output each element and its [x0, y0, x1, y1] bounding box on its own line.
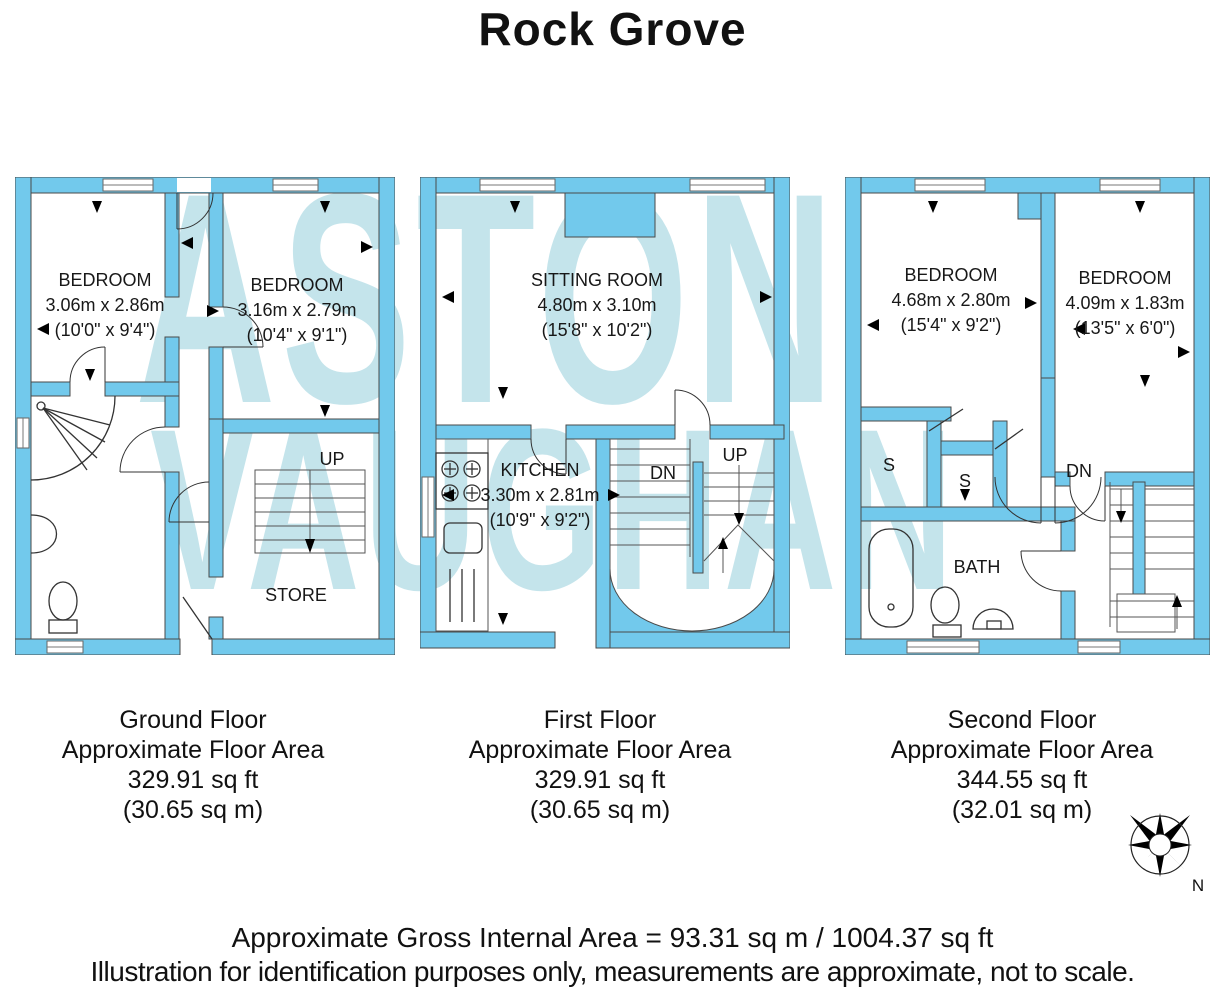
caption-floor-name: Second Floor [947, 706, 1097, 734]
ground-floor-doors [69, 192, 264, 640]
room-label-sitting-room: SITTING ROOM [531, 270, 663, 290]
caption-floor-name: First Floor [543, 706, 657, 734]
ground-floor-labels: BEDROOM 3.06m x 2.86m (10'0" x 9'4") BED… [45, 270, 356, 605]
room-label-store: STORE [265, 585, 327, 605]
second-floor-direction-arrows [867, 201, 1190, 501]
room-dim-imperial-kitchen: (10'9" x 9'2") [490, 510, 591, 530]
disclaimer-text: Illustration for identification purposes… [90, 956, 1135, 987]
caption-area-sqm: (32.01 sq m) [951, 796, 1093, 824]
room-dim-imperial-bedroom-2: (10'4" x 9'1") [247, 325, 348, 345]
caption-area-title: Approximate Floor Area [890, 736, 1154, 764]
ground-floor-caption: Ground Floor Approximate Floor Area 329.… [43, 705, 343, 825]
room-label-bedroom-2: BEDROOM [250, 275, 343, 295]
caption-area-title: Approximate Floor Area [61, 736, 325, 764]
ground-floor-plan: BEDROOM 3.06m x 2.86m (10'0" x 9'4") BED… [15, 177, 395, 655]
second-floor-windows [906, 178, 1161, 654]
room-dim-metric-kitchen: 3.30m x 2.81m [480, 485, 599, 505]
caption-area-sqm: (30.65 sq m) [529, 796, 671, 824]
ground-floor-windows [16, 178, 319, 654]
page-title: Rock Grove [478, 3, 747, 55]
room-dim-metric-bedroom-2: 4.09m x 1.83m [1065, 293, 1184, 313]
caption-floor-name: Ground Floor [119, 706, 267, 734]
room-label-bath: BATH [954, 557, 1001, 577]
room-dim-imperial-bedroom-1: (15'4" x 9'2") [901, 315, 1002, 335]
room-dim-imperial-bedroom-2: (13'5" x 6'0") [1075, 318, 1176, 338]
first-floor-doors [530, 389, 711, 475]
room-dim-metric-bedroom-2: 3.16m x 2.79m [237, 300, 356, 320]
second-floor-caption: Second Floor Approximate Floor Area 344.… [872, 705, 1172, 825]
watermark-line1: ASTON [135, 130, 840, 466]
closet-label-s2: S [959, 471, 971, 491]
caption-area-title: Approximate Floor Area [468, 736, 732, 764]
stair-label-up: UP [722, 445, 747, 465]
room-label-bedroom-1: BEDROOM [904, 265, 997, 285]
second-floor-bath-fixtures [868, 528, 1014, 638]
first-floor-kitchen-fixtures [435, 438, 489, 632]
stair-label-dn: DN [650, 463, 676, 483]
ground-floor-direction-arrows [37, 201, 373, 417]
compass-north-label: N [1192, 876, 1204, 895]
compass-rose-icon: N [1128, 813, 1204, 895]
stair-label-up: UP [319, 449, 344, 469]
room-dim-imperial-sitting-room: (15'8" x 10'2") [542, 320, 653, 340]
room-dim-imperial-bedroom-1: (10'0" x 9'4") [55, 320, 156, 340]
first-floor-labels: SITTING ROOM 4.80m x 3.10m (15'8" x 10'2… [480, 270, 747, 530]
first-floor-direction-arrows [442, 201, 772, 625]
compass-center [1148, 833, 1172, 857]
first-floor-stairs [609, 439, 775, 573]
second-floor-plan: BEDROOM 4.68m x 2.80m (15'4" x 9'2") BED… [845, 177, 1210, 655]
first-floor-windows [421, 178, 766, 538]
closet-label-s1: S [883, 455, 895, 475]
room-label-bedroom-2: BEDROOM [1078, 268, 1171, 288]
ground-floor-shower-room-fixtures [30, 395, 116, 634]
second-floor-doors [928, 408, 1106, 592]
stair-label-dn: DN [1066, 461, 1092, 481]
caption-area-sqm: (30.65 sq m) [122, 796, 264, 824]
caption-area-sqft: 329.91 sq ft [127, 766, 259, 794]
room-label-kitchen: KITCHEN [500, 460, 579, 480]
second-floor-labels: BEDROOM 4.68m x 2.80m (15'4" x 9'2") BED… [883, 265, 1185, 577]
ground-floor-stairs [254, 469, 366, 554]
room-dim-metric-bedroom-1: 3.06m x 2.86m [45, 295, 164, 315]
room-dim-metric-sitting-room: 4.80m x 3.10m [537, 295, 656, 315]
room-label-bedroom-1: BEDROOM [58, 270, 151, 290]
first-floor-caption: First Floor Approximate Floor Area 329.9… [450, 705, 750, 825]
second-floor-stairs [1109, 482, 1194, 633]
caption-area-sqft: 344.55 sq ft [956, 766, 1088, 794]
first-floor-plan: SITTING ROOM 4.80m x 3.10m (15'8" x 10'2… [420, 177, 790, 649]
room-dim-metric-bedroom-1: 4.68m x 2.80m [891, 290, 1010, 310]
first-floor-walls [420, 177, 790, 649]
gross-internal-area-text: Approximate Gross Internal Area = 93.31 … [231, 922, 994, 953]
second-floor-walls [845, 177, 1210, 655]
compass-circle [1130, 815, 1190, 875]
caption-area-sqft: 329.91 sq ft [534, 766, 666, 794]
